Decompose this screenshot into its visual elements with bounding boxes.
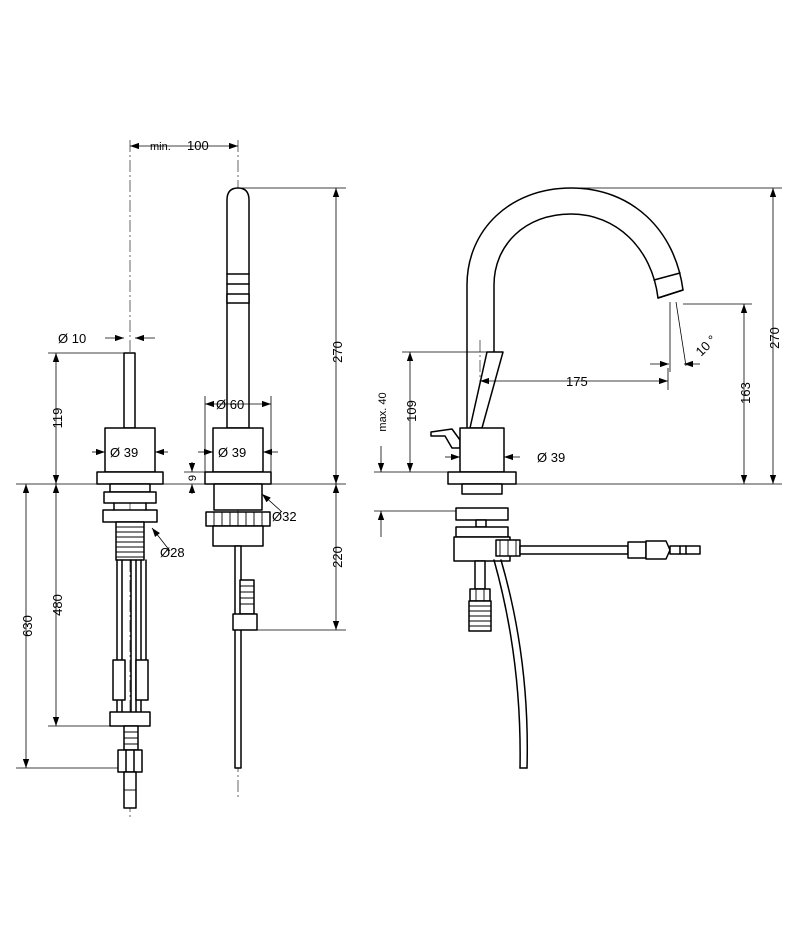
dim-max-thickness: max. 40 [377,392,389,431]
dim-right-body-diameter: Ø 39 [537,450,565,465]
mixer-washer [455,526,509,538]
hose-connector [239,579,255,615]
dim-spacing-value: 100 [187,138,209,153]
mixer-body [459,427,505,473]
lever-pin [123,352,136,429]
spout-thread [212,525,264,547]
dim-left-body-diameter: Ø 39 [110,445,138,460]
dim-lever-diameter: Ø 10 [58,331,86,346]
dim-rosette-diameter: Ø 60 [216,397,244,412]
middle-view-spout [204,140,272,800]
mixer-lever [469,351,504,429]
dim-left-thread: Ø28 [160,545,185,560]
thread-shank [115,521,145,561]
spout-tube [226,187,250,429]
pipe-clip-left [112,659,126,701]
dimensions: min. 100 Ø 10 Ø 39 119 480 630 Ø28 Ø 60 [16,138,782,769]
hose-hex-nut [645,540,671,560]
right-view-mixer [430,187,701,769]
mixer-shank [461,483,503,495]
aerator [226,293,250,304]
dim-spout-height: 270 [330,341,345,363]
dim-outlet-height: 163 [738,382,753,404]
dim-shank-length: 480 [50,594,65,616]
left-view-handle-valve [96,140,164,820]
hose-nut [232,613,258,631]
hex-nut [117,749,143,773]
dim-rosette-height: 9 [187,475,199,481]
spout-body [212,427,264,473]
dim-hose-length: 220 [330,546,345,568]
pipe-clip-right [135,659,149,701]
spout-shank [213,483,263,511]
spout-arc [466,187,684,429]
dim-total-length: 630 [20,615,35,637]
hose-tail [669,545,701,555]
valve-body [104,427,156,473]
mounting-ring [109,483,151,493]
dim-reach: 175 [566,374,588,389]
curved-hose [493,559,521,769]
side-handle [430,428,461,449]
rosette [96,471,164,485]
spout-rosette [204,471,272,485]
bottom-nut [109,711,151,727]
mixer-fixing-nut [455,507,509,521]
dim-middle-body-diameter: Ø 39 [218,445,246,460]
spout-hose [234,545,242,769]
dim-lever-height: 119 [50,408,65,429]
mounting-nut [103,491,157,504]
fixing-nut [102,509,158,523]
mixer-rosette [447,471,517,485]
horizontal-hose [519,545,629,555]
dim-angle: 10 ° [693,332,720,359]
dim-middle-thread: Ø32 [272,509,297,524]
dim-right-lever-height: 109 [404,400,419,422]
dim-spacing-prefix: min. [150,141,171,153]
dim-right-total-height: 270 [767,327,782,349]
